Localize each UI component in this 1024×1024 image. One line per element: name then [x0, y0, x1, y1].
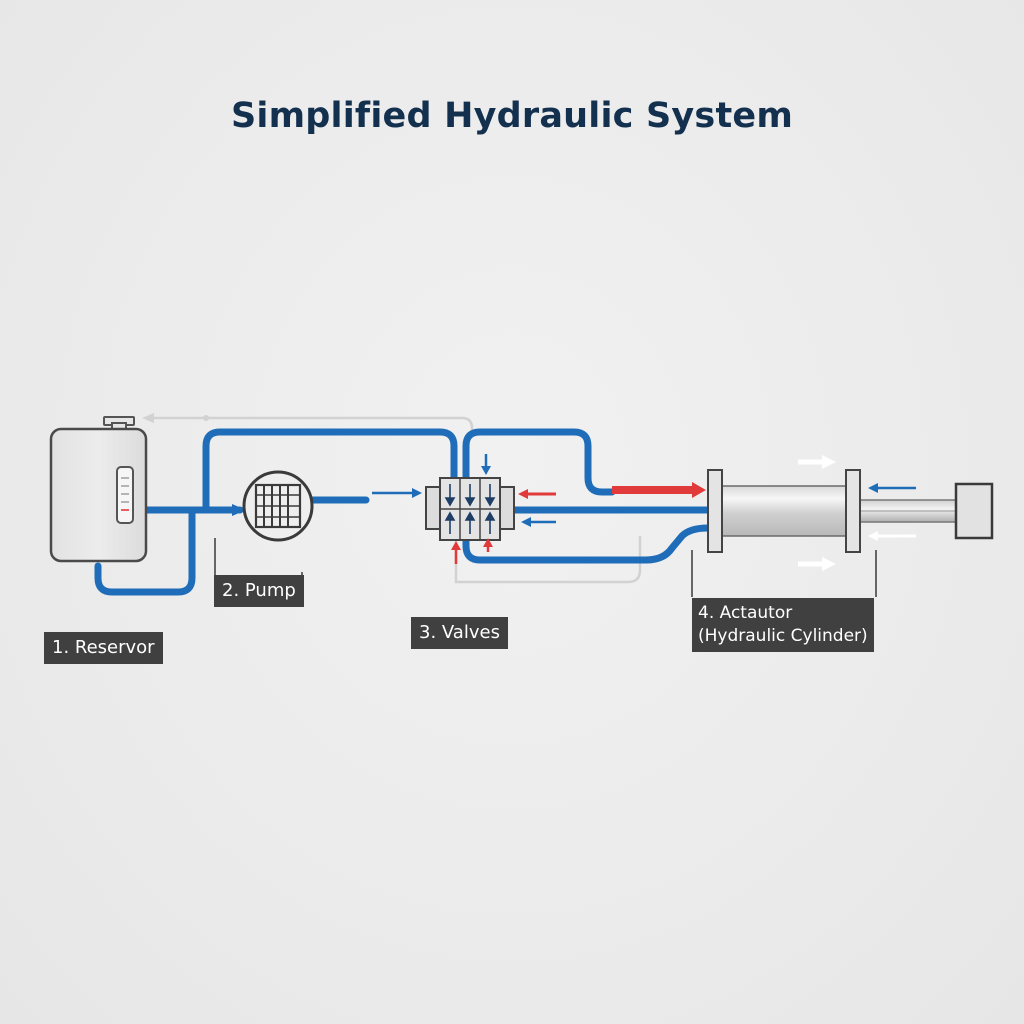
return-line-top	[142, 413, 474, 436]
hydraulic-pipes	[94, 428, 712, 596]
pressure-line	[612, 482, 706, 498]
flow-arrow-left-icon	[521, 517, 556, 527]
flow-arrow-down-icon	[481, 454, 491, 475]
reservoir-tank	[49, 416, 148, 563]
label-leaders	[214, 538, 877, 601]
hydraulic-cylinder	[707, 469, 994, 553]
return-line-bottom	[454, 536, 642, 584]
label-reservoir: 1. Reservor	[44, 632, 163, 664]
pipe-top-run	[202, 428, 458, 514]
pressure-arrow-up-icon	[451, 538, 493, 564]
flow-arrow-in-icon	[372, 488, 422, 498]
label-actuator-line1: 4. Actautor	[698, 603, 793, 623]
label-pump: 2. Pump	[214, 575, 304, 607]
pump-icon	[232, 470, 314, 542]
piston-arrow-right-icon	[798, 455, 836, 571]
pipe-suction-loop	[94, 506, 196, 596]
valve-block	[425, 477, 515, 541]
label-actuator-line2: (Hydraulic Cylinder)	[698, 626, 868, 646]
rod-arrow-left-icon	[868, 483, 916, 541]
pressure-arrow-left-icon	[518, 489, 556, 499]
label-valves: 3. Valves	[411, 617, 508, 649]
label-actuator: 4. Actautor (Hydraulic Cylinder)	[692, 598, 874, 652]
page-title: Simplified Hydraulic System	[231, 96, 793, 136]
pipe-bottom-return	[462, 524, 712, 564]
pipe-top-loop	[462, 428, 616, 496]
level-gauge-icon	[116, 466, 134, 524]
